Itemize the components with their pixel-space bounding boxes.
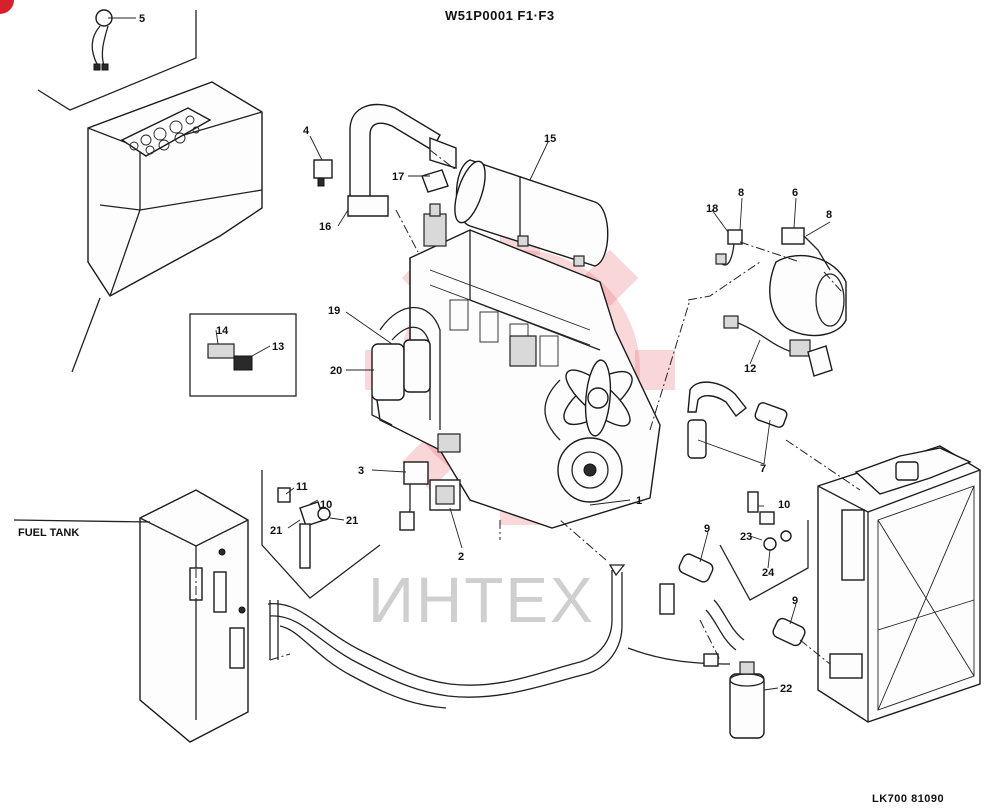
fitting-small: [659, 583, 719, 667]
callout-9a: 9: [704, 523, 710, 535]
callout-14: 14: [216, 325, 229, 337]
fuel-lines: [267, 564, 731, 709]
callout-12: 12: [744, 363, 756, 375]
hose-clamps-part-9: [678, 553, 806, 651]
corner-mark: [0, 0, 14, 14]
callout-6: 6: [792, 187, 798, 199]
fuel-tank-label: FUEL TANK: [18, 527, 79, 539]
callout-1: 1: [636, 495, 642, 507]
callout-4: 4: [303, 125, 310, 137]
radiator-assembly: [817, 445, 981, 723]
fuel-tank-assembly: [139, 489, 249, 743]
callout-17: 17: [392, 171, 404, 183]
relay-box-13-14: [189, 313, 297, 397]
fitting-box-10-23-24: [719, 491, 809, 601]
starter-motor-6-8-18: [715, 227, 847, 377]
callout-9b: 9: [792, 595, 798, 607]
starter-relay-part-3: [399, 461, 429, 531]
callout-10a: 10: [320, 499, 332, 511]
callout-8b: 8: [826, 209, 832, 221]
leader-lines: [108, 17, 831, 691]
callout-5: 5: [139, 13, 145, 25]
callout-21b: 21: [346, 515, 358, 527]
instrument-panel: [37, 10, 263, 373]
callout-23: 23: [740, 531, 752, 543]
callout-numbers: 5 4 15 17 16 6 8 8 18 19 20 14 13 12 7 3…: [139, 13, 832, 695]
fuel-tank-leader: [13, 519, 151, 523]
callout-18: 18: [706, 203, 718, 215]
diagram-code: LK700 81090: [872, 793, 944, 805]
callout-19: 19: [328, 305, 340, 317]
callout-8a: 8: [738, 187, 744, 199]
watermark-text: ИНТЕХ: [368, 564, 595, 636]
engine-fan: [563, 359, 633, 437]
callout-13: 13: [272, 341, 284, 353]
callout-22: 22: [780, 683, 792, 695]
key-switch-part-5: [91, 9, 113, 71]
water-separator-part-22: [729, 661, 765, 739]
alternator-part-2: [429, 479, 461, 511]
callout-24: 24: [762, 567, 775, 579]
intake-pipe-16-17: [347, 103, 457, 217]
callout-10b: 10: [778, 499, 790, 511]
radiator-hoses-part-7: [687, 381, 788, 459]
callout-7: 7: [760, 463, 766, 475]
callout-21a: 21: [270, 525, 282, 537]
callout-20: 20: [330, 365, 342, 377]
callout-11: 11: [296, 481, 308, 493]
callout-15: 15: [544, 133, 556, 145]
connector-lines: [195, 149, 861, 665]
fitting-box-10-11-21: [261, 470, 381, 599]
fuel-filter-19-20: [371, 339, 431, 426]
engine-assembly: [373, 203, 661, 529]
sensor-part-4: [313, 159, 333, 187]
callout-2: 2: [458, 551, 464, 563]
callout-3: 3: [358, 465, 364, 477]
callout-16: 16: [319, 221, 331, 233]
air-cleaner-part-15: [454, 159, 609, 267]
diagram-title: W51P0001 F1·F3: [445, 8, 555, 23]
